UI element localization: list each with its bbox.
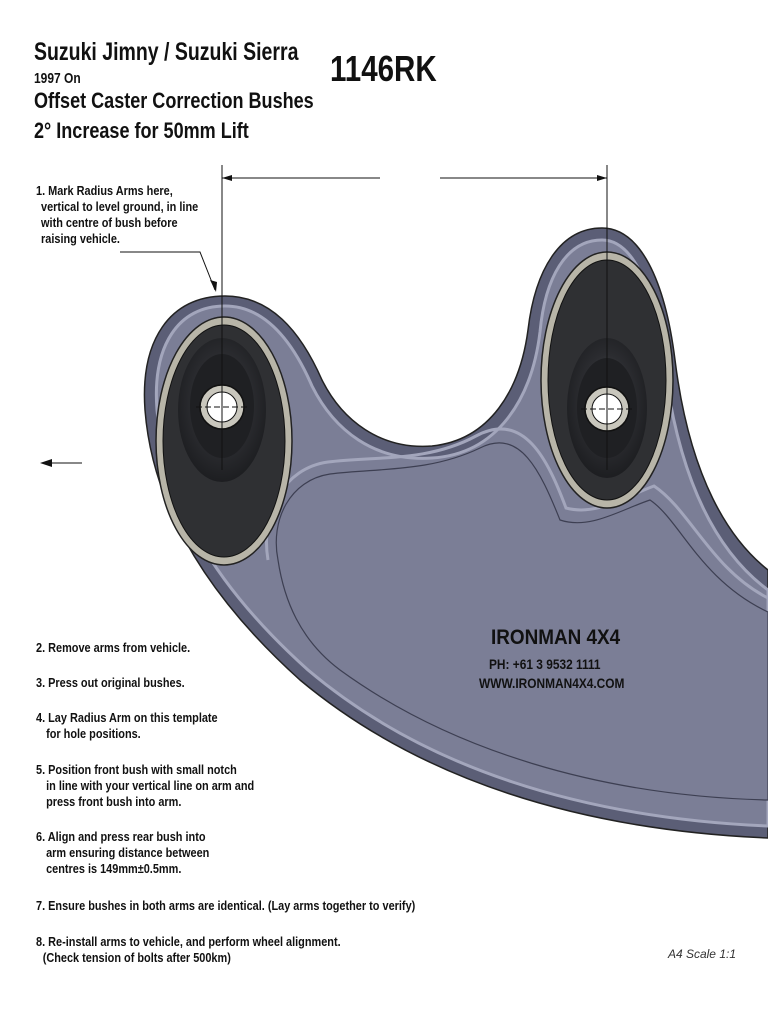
brand-phone: PH: +61 3 9532 1111 xyxy=(489,656,601,672)
brand-website: WWW.IRONMAN4X4.COM xyxy=(479,675,625,691)
model-year: 1997 On xyxy=(34,70,81,87)
direction-arrow-icon xyxy=(40,459,52,467)
step-line: 6. Align and press rear bush into xyxy=(36,829,206,844)
step-line: arm ensuring distance between xyxy=(46,845,210,860)
step-1-line: raising vehicle. xyxy=(41,231,120,246)
step-line: 2. Remove arms from vehicle. xyxy=(36,640,191,655)
product-title: Offset Caster Correction Bushes xyxy=(34,88,314,113)
step-1-note: 1. Mark Radius Arms here, vertical to le… xyxy=(36,183,198,247)
brand-name: IRONMAN 4X4 xyxy=(491,626,621,649)
product-spec: 2° Increase for 50mm Lift xyxy=(34,118,249,143)
vehicle-title: Suzuki Jimny / Suzuki Sierra xyxy=(34,38,299,66)
step-line: (Check tension of bolts after 500km) xyxy=(42,950,231,965)
step-line: 3. Press out original bushes. xyxy=(36,675,185,690)
step-3: 3. Press out original bushes. xyxy=(36,675,185,691)
step-line: 8. Re-install arms to vehicle, and perfo… xyxy=(36,934,341,949)
dim-arrow-left xyxy=(222,175,232,181)
radius-arm-web xyxy=(275,442,768,801)
radius-arm-web-edge xyxy=(265,427,768,600)
step-5: 5. Position front bush with small notch … xyxy=(36,762,254,810)
step-line: 5. Position front bush with small notch xyxy=(36,762,237,777)
step-1-line: 1. Mark Radius Arms here, xyxy=(36,183,173,198)
step-6: 6. Align and press rear bush into arm en… xyxy=(36,829,209,877)
step-2: 2. Remove arms from vehicle. xyxy=(36,640,190,656)
step-8: 8. Re-install arms to vehicle, and perfo… xyxy=(36,934,341,966)
step-1-line: with centre of bush before xyxy=(41,215,178,230)
step-1-line: vertical to level ground, in line xyxy=(41,199,199,214)
dimension-lines xyxy=(42,165,633,470)
dim-arrow-right xyxy=(597,175,607,181)
leader-arrow xyxy=(210,280,217,292)
scale-note: A4 Scale 1:1 xyxy=(667,947,736,961)
step-4: 4. Lay Radius Arm on this template for h… xyxy=(36,710,218,742)
step-line: 4. Lay Radius Arm on this template xyxy=(36,710,218,725)
step-7: 7. Ensure bushes in both arms are identi… xyxy=(36,898,415,914)
step-line: for hole positions. xyxy=(46,726,141,741)
step-line: in line with your vertical line on arm a… xyxy=(46,778,255,793)
step-line: press front bush into arm. xyxy=(46,794,182,809)
front-bush xyxy=(155,316,293,566)
arrowheads xyxy=(40,175,607,467)
part-number: 1146RK xyxy=(330,48,437,89)
step-line: centres is 149mm±0.5mm. xyxy=(46,861,182,876)
step-line: 7. Ensure bushes in both arms are identi… xyxy=(36,898,416,913)
